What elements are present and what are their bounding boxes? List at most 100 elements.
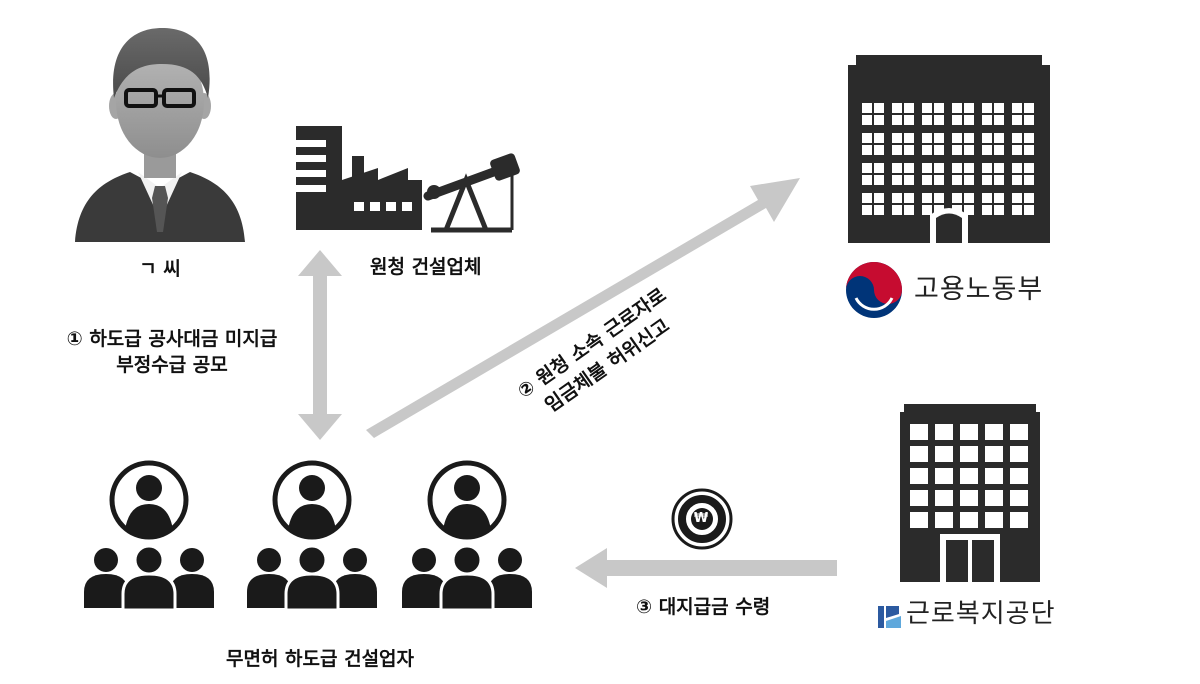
window-pane [952, 133, 962, 143]
won-coin-icon [671, 488, 733, 550]
window [985, 446, 1003, 462]
window-pane [874, 163, 884, 173]
window [960, 490, 978, 506]
window [960, 424, 978, 440]
window-pane [982, 115, 992, 125]
window [935, 468, 953, 484]
window-pane [1024, 163, 1034, 173]
window [985, 512, 1003, 528]
window [960, 446, 978, 462]
window-pane [904, 133, 914, 143]
window-pane [892, 163, 902, 173]
window-pane [1012, 133, 1022, 143]
window-pane [874, 205, 884, 215]
window-pane [904, 205, 914, 215]
window-pane [964, 163, 974, 173]
window-pane [1012, 205, 1022, 215]
window-pane [964, 175, 974, 185]
window-pane [874, 193, 884, 203]
contractor-label: 원청 건설업체 [370, 256, 482, 278]
window [985, 468, 1003, 484]
window-pane [964, 103, 974, 113]
window-pane [994, 175, 1004, 185]
window-pane [862, 205, 872, 215]
window-pane [982, 163, 992, 173]
step3-label: ③ 대지급금 수령 [636, 596, 771, 618]
double-arrow-vertical [298, 250, 342, 440]
window-pane [922, 163, 932, 173]
window [960, 468, 978, 484]
window-pane [862, 175, 872, 185]
window-pane [982, 193, 992, 203]
window-pane [862, 163, 872, 173]
subcontractors-label: 무면허 하도급 건설업자 [225, 648, 415, 670]
window-pane [934, 175, 944, 185]
window-pane [1012, 193, 1022, 203]
window-pane [892, 145, 902, 155]
window-pane [952, 163, 962, 173]
window-pane [994, 145, 1004, 155]
diagonal-arrow [366, 178, 800, 438]
left-arrow [575, 548, 837, 588]
window-pane [982, 205, 992, 215]
window-pane [922, 133, 932, 143]
window-pane [934, 163, 944, 173]
window-pane [922, 103, 932, 113]
window-pane [1024, 175, 1034, 185]
window [985, 424, 1003, 440]
step1-line1: ① 하도급 공사대금 미지급 [66, 328, 278, 350]
window-pane [982, 175, 992, 185]
window-pane [904, 175, 914, 185]
window [960, 512, 978, 528]
window-pane [904, 115, 914, 125]
window-pane [892, 103, 902, 113]
window-pane [922, 175, 932, 185]
window-pane [964, 205, 974, 215]
welfare-label: 근로복지공단 [906, 599, 1056, 629]
window-pane [994, 115, 1004, 125]
factory-icon [296, 126, 520, 233]
window [1010, 424, 1028, 440]
window-pane [1012, 145, 1022, 155]
window-pane [934, 193, 944, 203]
welfare-building-icon [900, 404, 1040, 582]
window-pane [922, 193, 932, 203]
window-pane [1024, 103, 1034, 113]
window [910, 512, 928, 528]
window-pane [982, 145, 992, 155]
window-pane [994, 133, 1004, 143]
window-pane [922, 145, 932, 155]
window-pane [934, 133, 944, 143]
window-pane [934, 103, 944, 113]
welfare-logo-icon [878, 606, 901, 628]
subcontractor-group-icon [84, 460, 214, 612]
window [1010, 512, 1028, 528]
window [935, 446, 953, 462]
window-pane [964, 145, 974, 155]
window-pane [862, 115, 872, 125]
window [935, 424, 953, 440]
window-pane [964, 133, 974, 143]
window-pane [1024, 193, 1034, 203]
ministry-label: 고용노동부 [914, 274, 1044, 305]
businessman-icon [75, 28, 245, 242]
window-pane [862, 133, 872, 143]
window-pane [952, 115, 962, 125]
window-pane [892, 205, 902, 215]
window-pane [892, 175, 902, 185]
window [910, 490, 928, 506]
window-pane [1024, 145, 1034, 155]
window-pane [904, 163, 914, 173]
window-pane [994, 163, 1004, 173]
window-pane [1024, 205, 1034, 215]
window [1010, 490, 1028, 506]
window [910, 424, 928, 440]
window [910, 446, 928, 462]
person-label: ㄱ 씨 [139, 258, 181, 280]
subcontractor-group-icon [402, 460, 532, 612]
window-pane [952, 145, 962, 155]
window-pane [904, 103, 914, 113]
window-pane [874, 175, 884, 185]
window-pane [892, 115, 902, 125]
step1-line2: 부정수급 공모 [116, 354, 228, 376]
